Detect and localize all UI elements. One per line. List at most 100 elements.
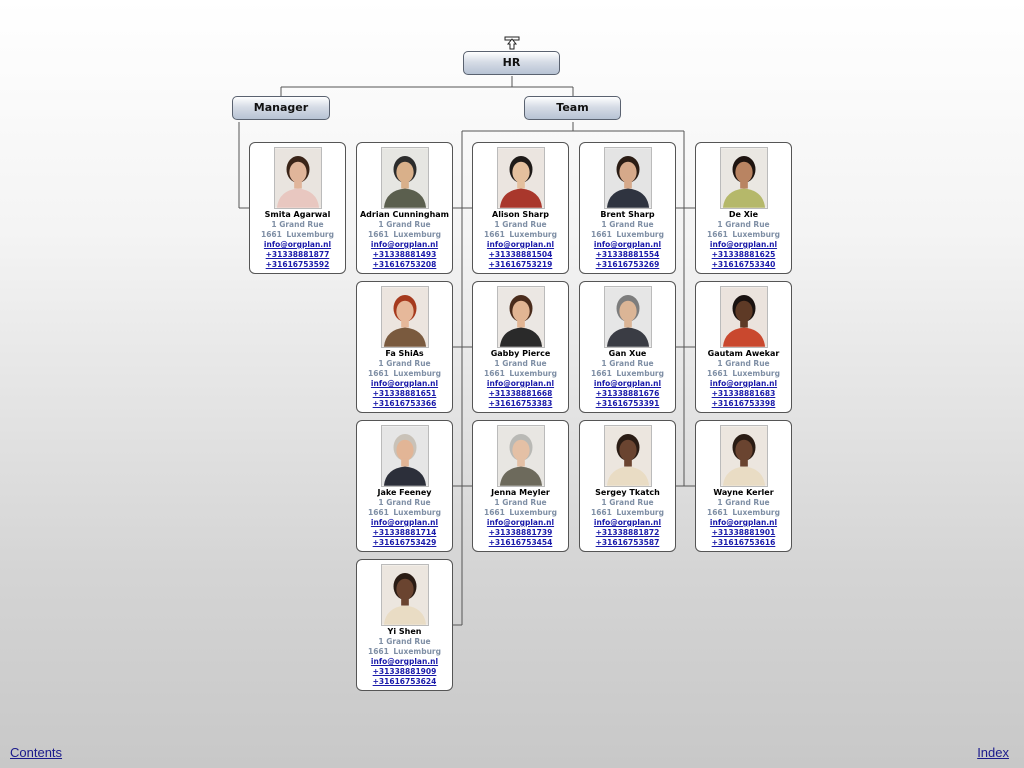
contents-link[interactable]: Contents	[10, 745, 63, 760]
person-email-link[interactable]: info@orgplan.nl	[486, 240, 555, 249]
person-email-link[interactable]: info@orgplan.nl	[370, 518, 439, 527]
person-phone-link[interactable]: +31338881877	[265, 250, 330, 259]
person-phone-link[interactable]: +31338881504	[488, 250, 553, 259]
person-photo	[380, 286, 429, 348]
portrait-icon	[274, 148, 321, 208]
person-mobile-link[interactable]: +31616753383	[488, 399, 553, 408]
person-phone-link[interactable]: +31338881625	[711, 250, 776, 259]
person-mobile-link[interactable]: +31616753391	[595, 399, 660, 408]
person-mobile-link[interactable]: +31616753592	[265, 260, 330, 269]
person-mobile-link[interactable]: +31616753429	[372, 538, 437, 547]
person-mobile-link[interactable]: +31616753454	[488, 538, 553, 547]
navigate-up-icon[interactable]	[504, 36, 520, 50]
person-city: Luxemburg	[393, 647, 441, 656]
person-mobile-link[interactable]: +31616753219	[488, 260, 553, 269]
person-email-link[interactable]: info@orgplan.nl	[370, 240, 439, 249]
person-email-link[interactable]: info@orgplan.nl	[593, 240, 662, 249]
node-team[interactable]: Team	[524, 96, 621, 120]
person-photo	[380, 425, 429, 487]
node-manager[interactable]: Manager	[232, 96, 330, 120]
portrait-icon	[604, 148, 651, 208]
person-zip: 1661	[484, 508, 505, 517]
person-zip: 1661	[484, 230, 505, 239]
person-email-link[interactable]: info@orgplan.nl	[486, 518, 555, 527]
person-phone-link[interactable]: +31338881493	[372, 250, 437, 259]
node-hr[interactable]: HR	[463, 51, 560, 75]
person-city: Luxemburg	[732, 230, 780, 239]
person-photo	[496, 286, 545, 348]
person-city: Luxemburg	[732, 369, 780, 378]
portrait-icon	[381, 565, 428, 625]
person-street: 1 Grand Rue	[601, 359, 654, 368]
person-name: Sergey Tkatch	[595, 488, 660, 497]
person-email-link[interactable]: info@orgplan.nl	[370, 379, 439, 388]
person-name: De Xie	[728, 210, 759, 219]
portrait-icon	[720, 287, 767, 347]
portrait-icon	[497, 287, 544, 347]
person-email-link[interactable]: info@orgplan.nl	[709, 518, 778, 527]
person-mobile-link[interactable]: +31616753616	[711, 538, 776, 547]
person-email-link[interactable]: info@orgplan.nl	[709, 379, 778, 388]
person-phone-link[interactable]: +31338881668	[488, 389, 553, 398]
person-email-link[interactable]: info@orgplan.nl	[593, 379, 662, 388]
person-phone-link[interactable]: +31338881651	[372, 389, 437, 398]
person-mobile-link[interactable]: +31616753208	[372, 260, 437, 269]
portrait-icon	[497, 148, 544, 208]
person-phone-link[interactable]: +31338881909	[372, 667, 437, 676]
person-city: Luxemburg	[393, 369, 441, 378]
person-city: Luxemburg	[509, 230, 557, 239]
person-city: Luxemburg	[393, 508, 441, 517]
person-phone-link[interactable]: +31338881739	[488, 528, 553, 537]
person-email-link[interactable]: info@orgplan.nl	[370, 657, 439, 666]
person-city-line: 1661 Luxemburg	[696, 369, 791, 379]
person-zip: 1661	[368, 230, 389, 239]
person-zip: 1661	[368, 369, 389, 378]
person-phone-link[interactable]: +31338881683	[711, 389, 776, 398]
person-zip: 1661	[707, 369, 728, 378]
person-mobile-link[interactable]: +31616753366	[372, 399, 437, 408]
index-link[interactable]: Index	[977, 745, 1009, 760]
person-phone-link[interactable]: +31338881554	[595, 250, 660, 259]
person-mobile-link[interactable]: +31616753587	[595, 538, 660, 547]
person-email-link[interactable]: info@orgplan.nl	[486, 379, 555, 388]
person-street: 1 Grand Rue	[378, 637, 431, 646]
person-street: 1 Grand Rue	[601, 498, 654, 507]
person-phone-link[interactable]: +31338881901	[711, 528, 776, 537]
person-zip: 1661	[707, 508, 728, 517]
person-mobile-link[interactable]: +31616753340	[711, 260, 776, 269]
portrait-icon	[381, 148, 428, 208]
person-phone-link[interactable]: +31338881714	[372, 528, 437, 537]
person-email-link[interactable]: info@orgplan.nl	[263, 240, 332, 249]
portrait-icon	[381, 426, 428, 486]
person-mobile-link[interactable]: +31616753624	[372, 677, 437, 686]
person-mobile-link[interactable]: +31616753398	[711, 399, 776, 408]
person-email-link[interactable]: info@orgplan.nl	[593, 518, 662, 527]
person-name: Jake Feeney	[377, 488, 432, 497]
person-zip: 1661	[261, 230, 282, 239]
person-phone-link[interactable]: +31338881676	[595, 389, 660, 398]
person-street: 1 Grand Rue	[717, 359, 770, 368]
person-phone-link[interactable]: +31338881872	[595, 528, 660, 537]
person-email-link[interactable]: info@orgplan.nl	[709, 240, 778, 249]
person-photo	[496, 425, 545, 487]
person-mobile-link[interactable]: +31616753269	[595, 260, 660, 269]
person-photo	[719, 147, 768, 209]
